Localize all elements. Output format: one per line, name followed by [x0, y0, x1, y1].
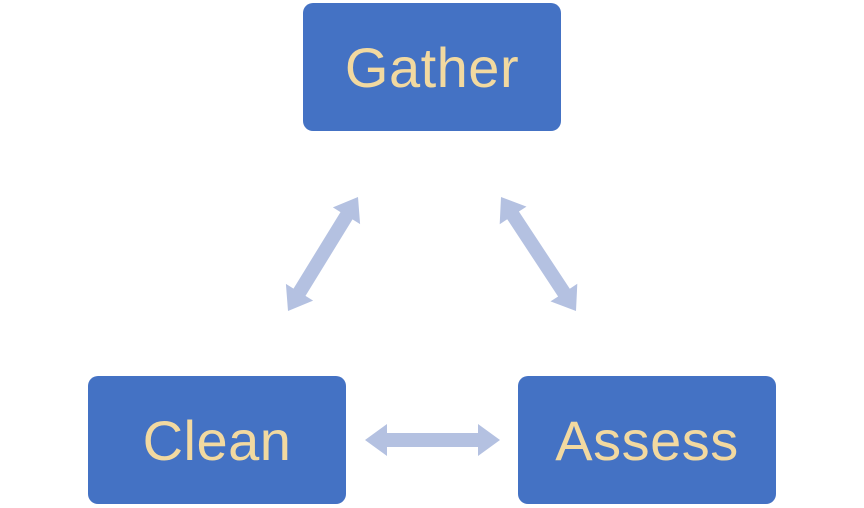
clean-node: Clean: [88, 376, 346, 504]
double-arrow-gather-clean: [285, 197, 361, 311]
double-arrow-clean-assess: [365, 424, 500, 456]
assess-node: Assess: [518, 376, 776, 504]
double-arrow-gather-assess: [499, 197, 578, 311]
gather-node: Gather: [303, 3, 561, 131]
clean-label: Clean: [142, 408, 292, 472]
gather-label: Gather: [344, 35, 520, 99]
assess-label: Assess: [555, 408, 739, 472]
